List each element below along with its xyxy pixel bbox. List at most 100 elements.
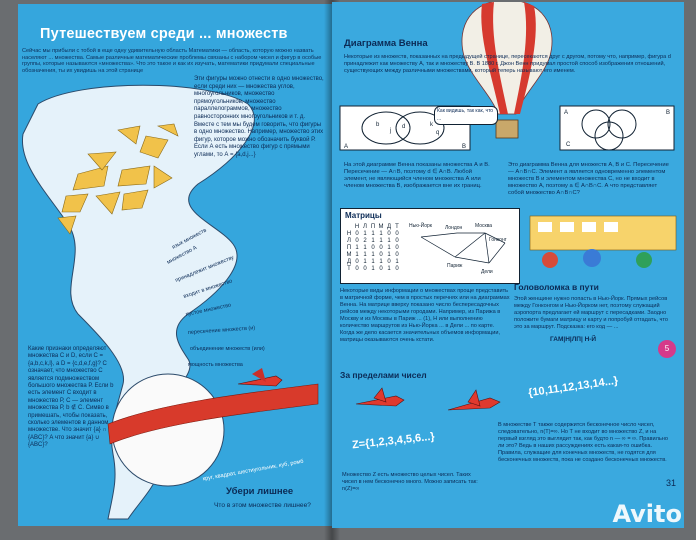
matrix-cell: Д	[346, 258, 352, 265]
matrix-cell: Д	[386, 223, 392, 230]
left-intro: Сейчас мы прибыли с тобой в еще одну уди…	[22, 48, 322, 74]
matrix-cell: Н	[346, 230, 352, 237]
venn-caption-left: На этой диаграмме Венна показаны множест…	[344, 162, 490, 189]
matrix-cell: 1	[379, 230, 383, 237]
matrix-cell: Т	[347, 265, 351, 272]
avito-watermark: Avito	[612, 500, 682, 528]
puzzle-code: ГАМ|Н|ЛП| Н-Й	[550, 336, 597, 343]
matrix-cell: Л	[347, 237, 351, 244]
matrix-cell: 1	[363, 258, 367, 265]
matrix-cell: 0	[363, 265, 367, 272]
left-paragraph-figures: Эти фигуры можно отнести в одно множеств…	[194, 76, 324, 158]
matrix-cell: 1	[355, 244, 359, 251]
matrix-cell: М	[346, 251, 352, 258]
corner-number-badge: 5	[658, 340, 676, 358]
jet-planes	[355, 387, 501, 411]
matrix-cell: 1	[371, 251, 375, 258]
venn-label: b	[376, 122, 380, 128]
matrix-cell: Н	[354, 223, 360, 230]
tornado-illustration: язык множеств множество А принадлежит мн…	[21, 84, 319, 520]
matrix-cell: 1	[363, 251, 367, 258]
matrix-cell: 1	[371, 258, 375, 265]
left-paragraph-questions: Какие признаки определяют множества C и …	[28, 346, 114, 449]
matrix-cell: 1	[371, 237, 375, 244]
puzzle-text: Этой женщине нужно попасть в Нью-Йорк. П…	[514, 296, 668, 330]
city-label: Москва	[475, 223, 492, 229]
tornado-word: мощность множества	[188, 362, 244, 368]
venn-diagrams: A B b j d k q A C B	[339, 105, 675, 151]
venn-title: Диаграмма Венна	[344, 38, 428, 49]
matrix-cell: 1	[355, 251, 359, 258]
matrix-cell: П	[370, 223, 376, 230]
matrix-cell: 0	[355, 237, 359, 244]
venn-label: B	[462, 144, 466, 150]
sky-number-set: {10,11,12,13,14...}	[527, 374, 619, 400]
matrix-cell	[345, 223, 353, 230]
numbers-text-left: Множество Z есть множество целых чисел. …	[342, 472, 478, 492]
left-title: Путешествуем среди ... множеств	[40, 26, 288, 42]
city-network-map: Нью-Йорк Лондон Москва Гонконг Париж Дел…	[409, 221, 507, 275]
venn-label: C	[566, 142, 571, 148]
matrix-cell: 1	[387, 251, 391, 258]
matrix-cell: 1	[379, 237, 383, 244]
venn-label: j	[389, 128, 391, 134]
matrix-cell: 0	[395, 251, 399, 258]
matrix-cell: Т	[395, 223, 399, 230]
tornado-word: объединение множеств (или)	[190, 346, 265, 352]
matrix-cell: 0	[395, 237, 399, 244]
page-number: 31	[666, 478, 677, 488]
z-number-set: Z={1,2,3,4,5,6...}	[351, 430, 436, 452]
puzzle-title: Головоломка в пути	[514, 282, 599, 292]
balloon-title: Убери лишнее	[226, 486, 294, 497]
numbers-text-right: В множестве Т также содержится бесконечн…	[498, 422, 668, 463]
matrix-cell: П	[346, 244, 352, 251]
matrix-cell: 1	[387, 244, 391, 251]
city-label: Лондон	[445, 225, 463, 231]
matrix-cell: 0	[387, 230, 391, 237]
city-label: Нью-Йорк	[409, 221, 433, 229]
city-label: Гонконг	[489, 237, 507, 243]
matrix-cell: 0	[387, 258, 391, 265]
matrix-text: Некоторые виды информации о множествах п…	[340, 288, 510, 343]
matrix-cell: 0	[355, 258, 359, 265]
matrix-cell: Л	[363, 223, 367, 230]
matrix-cell: 0	[371, 244, 375, 251]
venn-label: B	[666, 110, 670, 116]
venn-label: A	[564, 110, 568, 116]
right-page: Диаграмма Венна Некоторые из множеств, п…	[332, 2, 684, 528]
airport-scene	[529, 215, 677, 268]
venn-label: k	[430, 122, 434, 128]
matrix-cell: М	[378, 223, 384, 230]
matrix-cell: 1	[371, 265, 375, 272]
speech-bubble: Как видишь, так как, что ...	[434, 106, 498, 126]
matrix-cell: 0	[395, 244, 399, 251]
matrix-cell: 0	[355, 265, 359, 272]
matrix-cell: 1	[363, 230, 367, 237]
venn-label: d	[402, 124, 405, 130]
city-label: Париж	[447, 263, 463, 269]
city-label: Дели	[481, 269, 493, 275]
matrix-cell: 0	[379, 265, 383, 272]
matrix-cell: 0	[395, 230, 399, 237]
matrix-cell: 0	[379, 251, 383, 258]
matrix-cell: 0	[379, 244, 383, 251]
matrix-cell: 1	[363, 244, 367, 251]
matrix-cell: 0	[395, 265, 399, 272]
matrix-cell: 1	[379, 258, 383, 265]
tornado-word: пересечение множеств (и)	[188, 325, 256, 336]
matrix-cell: 1	[371, 230, 375, 237]
hot-air-balloon	[461, 2, 553, 139]
matrix-cell: 0	[355, 230, 359, 237]
left-page: Путешествуем среди ... множеств Сейчас м…	[18, 4, 332, 526]
venn-label: A	[344, 144, 348, 150]
matrix-title: Матрицы	[345, 211, 382, 220]
venn-label: q	[436, 130, 439, 136]
